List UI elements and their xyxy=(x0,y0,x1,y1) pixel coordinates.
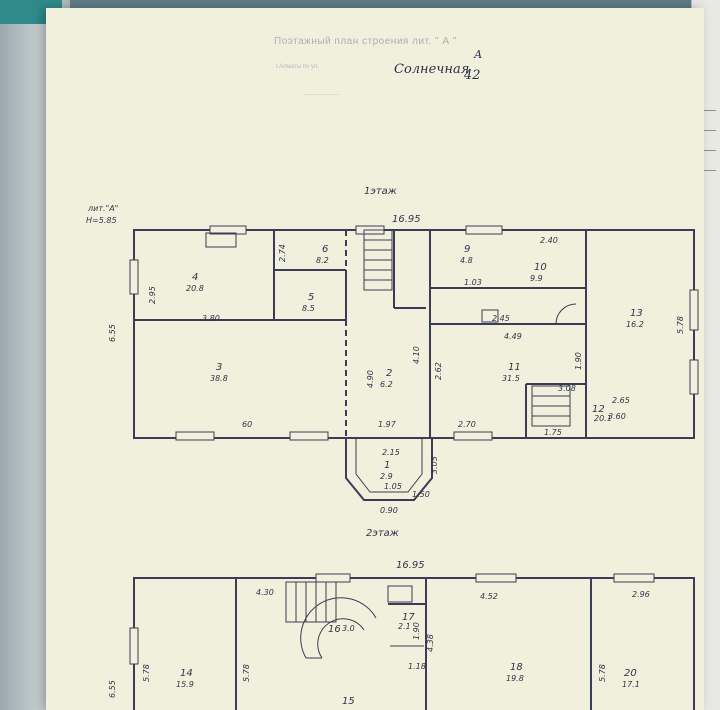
floor1-label: 1этаж xyxy=(364,186,397,197)
dimension: 2.96 xyxy=(632,590,650,599)
floor1-lit-note: лит."А" xyxy=(88,204,119,213)
room-no: 12 xyxy=(592,404,605,415)
floor-plan-sheet: Поэтажный план строения лит. " А " г.Алм… xyxy=(46,8,704,710)
room-no: 20 xyxy=(624,668,637,679)
dimension: 5.78 xyxy=(242,664,251,682)
room-area: 2.9 xyxy=(380,472,393,481)
dimension: 4.38 xyxy=(426,634,435,652)
room-area: 15.9 xyxy=(176,680,194,689)
room-no: 15 xyxy=(342,696,355,707)
floor1-overall-depth: 6.55 xyxy=(108,324,117,342)
dimension: 3.80 xyxy=(202,314,220,323)
dimension: 4.90 xyxy=(366,370,375,388)
floor1-outer-wall xyxy=(133,229,695,439)
floor1-height-note: Н=5.85 xyxy=(86,216,117,225)
floor2-overall-width: 16.95 xyxy=(396,560,425,571)
dimension: 1.18 xyxy=(408,662,426,671)
room-no: 6 xyxy=(322,244,329,255)
room-no: 16 xyxy=(328,624,341,635)
dimension: 4.52 xyxy=(480,592,498,601)
room-no: 17 xyxy=(402,612,415,623)
stamp-title: Поэтажный план строения лит. " А " xyxy=(274,36,457,47)
room-area: 9.9 xyxy=(530,274,543,283)
room-no: 1 xyxy=(384,460,391,471)
room-area: 20.8 xyxy=(186,284,204,293)
room-no: 9 xyxy=(464,244,471,255)
dimension: 2.74 xyxy=(278,244,287,262)
dimension: 5.78 xyxy=(598,664,607,682)
handwritten-street: Солнечная xyxy=(394,62,470,77)
dimension: 1.90 xyxy=(412,622,421,640)
room-area: 8.2 xyxy=(316,256,329,265)
dimension: 1.50 xyxy=(412,490,430,499)
dimension: 2.15 xyxy=(382,448,400,457)
dimension: 5.78 xyxy=(142,664,151,682)
dimension: 60 xyxy=(242,420,253,429)
dimension: 1.90 xyxy=(574,352,583,370)
dimension: 2.45 xyxy=(492,314,510,323)
room-no: 13 xyxy=(630,308,643,319)
dimension: 3.08 xyxy=(558,384,576,393)
room-area: 16.2 xyxy=(626,320,644,329)
stamp-address-prefix: г.Алматы по ул. xyxy=(276,64,319,70)
dimension: 1.03 xyxy=(464,278,482,287)
room-no: 10 xyxy=(534,262,547,273)
floor2-overall-depth: 6.55 xyxy=(108,680,117,698)
dimension: 1.05 xyxy=(384,482,402,491)
room-area: 3.0 xyxy=(342,624,355,633)
dimension: 4.30 xyxy=(256,588,274,597)
dimension: 0.90 xyxy=(380,506,398,515)
room-no: 14 xyxy=(180,668,193,679)
handwritten-litera: А xyxy=(474,48,483,61)
room-area: 2.1 xyxy=(398,622,411,631)
room-no: 2 xyxy=(386,368,393,379)
room-area: 38.8 xyxy=(210,374,228,383)
room-no: 3 xyxy=(216,362,223,373)
floor-plan-drawing xyxy=(129,225,699,710)
handwritten-house-number: 42 xyxy=(464,68,481,83)
room-no: 4 xyxy=(192,272,199,283)
dimension: 2.70 xyxy=(458,420,476,429)
room-area: 8.5 xyxy=(302,304,315,313)
dimension: 1.75 xyxy=(544,428,562,437)
room-area: 20.1 xyxy=(594,414,612,423)
room-area: 17.1 xyxy=(622,680,640,689)
room-no: 11 xyxy=(508,362,521,373)
dimension: 5.78 xyxy=(676,316,685,334)
floor2-outer-wall xyxy=(133,577,695,710)
dimension: 2.95 xyxy=(148,286,157,304)
dimension: 1.97 xyxy=(378,420,396,429)
floor1-overall-width: 16.95 xyxy=(392,214,421,225)
dimension: 4.49 xyxy=(504,332,522,341)
room-area: 4.8 xyxy=(460,256,473,265)
dimension: 3.60 xyxy=(608,412,626,421)
dimension: 2.65 xyxy=(612,396,630,405)
stamp-address-line: ________ ____ xyxy=(304,90,339,96)
dimension: 3.05 xyxy=(430,456,439,474)
dimension: 4.10 xyxy=(412,346,421,364)
floor2-label: 2этаж xyxy=(366,528,399,539)
room-area: 6.2 xyxy=(380,380,393,389)
room-no: 18 xyxy=(510,662,523,673)
room-no: 5 xyxy=(308,292,315,303)
dimension: 2.40 xyxy=(540,236,558,245)
room-area: 31.5 xyxy=(502,374,520,383)
dimension: 2.62 xyxy=(434,362,443,380)
room-area: 19.8 xyxy=(506,674,524,683)
